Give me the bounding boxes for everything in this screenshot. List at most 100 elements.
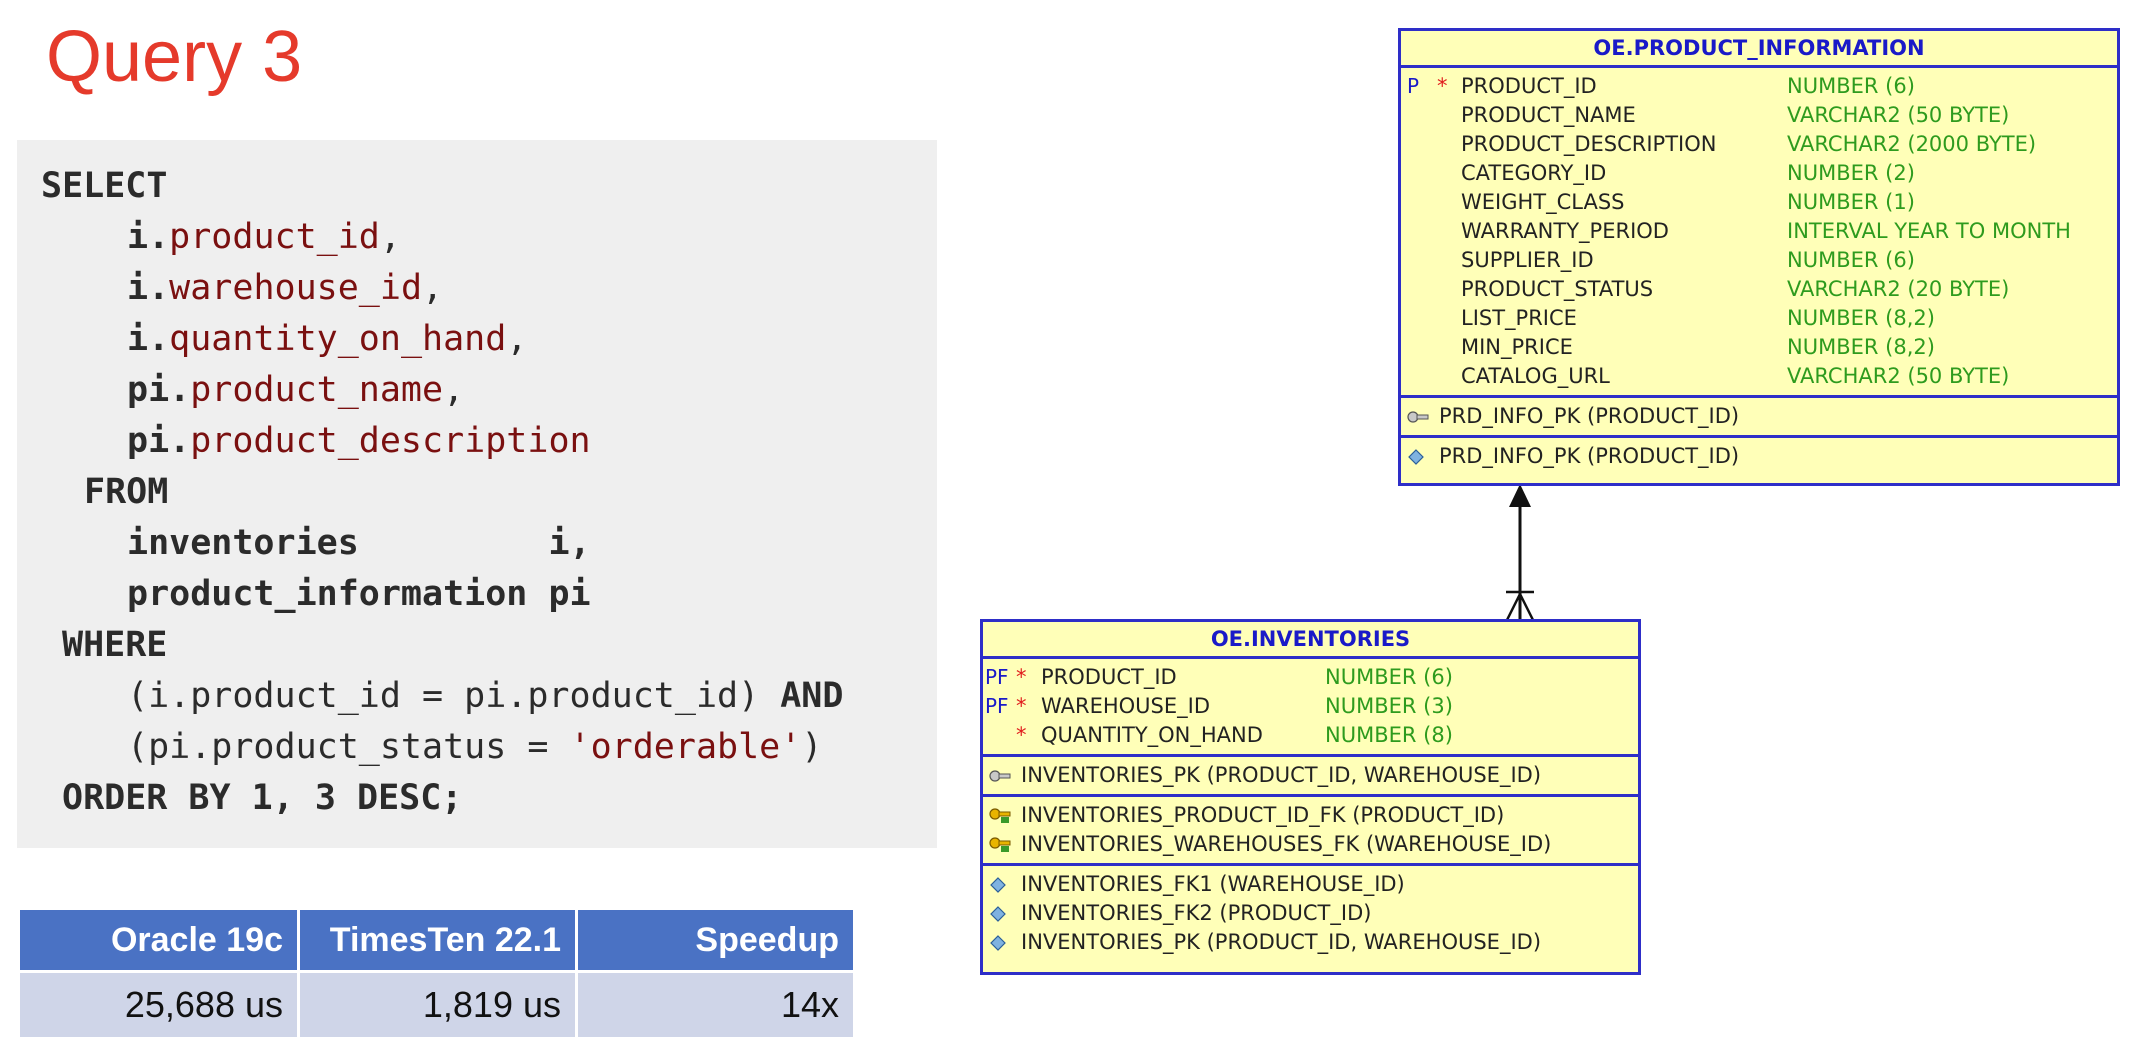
sql-keyword-where: WHERE bbox=[62, 625, 168, 665]
sql-code-panel: SELECT i.product_id, i.warehouse_id, i.q… bbox=[17, 140, 937, 848]
sql-condition-line: (pi.product_status = 'orderable') bbox=[127, 725, 822, 769]
column-name: PRODUCT_DESCRIPTION bbox=[1461, 132, 1717, 156]
column-type: INTERVAL YEAR TO MONTH bbox=[1787, 219, 2071, 243]
sql-alias: pi. bbox=[127, 421, 191, 461]
slide-title: Query 3 bbox=[46, 17, 303, 97]
foreign-key-row: INVENTORIES_WAREHOUSES_FK (WAREHOUSE_ID) bbox=[983, 830, 1638, 859]
relationship-arrowhead bbox=[1509, 484, 1531, 507]
entity-columns: P * PRODUCT_ID NUMBER (6) PRODUCT_NAME VARCH… bbox=[1401, 68, 2117, 398]
column-type: VARCHAR2 (50 BYTE) bbox=[1787, 103, 2010, 127]
sql-table-name: inventories bbox=[127, 523, 359, 563]
column-type: NUMBER (6) bbox=[1325, 665, 1453, 689]
sql-column-name: product_name bbox=[190, 370, 444, 410]
column-name: CATALOG_URL bbox=[1461, 364, 1610, 388]
entity-column-row: * QUANTITY_ON_HAND NUMBER (8) bbox=[983, 721, 1638, 750]
column-key-flag: PF bbox=[985, 665, 1009, 689]
header-speedup: Speedup bbox=[575, 907, 856, 973]
sql-where-line: WHERE bbox=[62, 623, 167, 667]
foreign-key-name: INVENTORIES_PRODUCT_ID_FK (PRODUCT_ID) bbox=[1021, 803, 1505, 827]
sql-keyword-from: FROM bbox=[84, 472, 169, 512]
entity-column-row: CATALOG_URL VARCHAR2 (50 BYTE) bbox=[1401, 362, 2117, 391]
column-type: NUMBER (8,2) bbox=[1787, 306, 1935, 330]
index-icon bbox=[990, 877, 1006, 893]
value-oracle: 25,688 us bbox=[17, 970, 300, 1040]
foreign-key-name: INVENTORIES_WAREHOUSES_FK (WAREHOUSE_ID) bbox=[1021, 832, 1552, 856]
column-type: NUMBER (6) bbox=[1787, 248, 1915, 272]
index-row: INVENTORIES_PK (PRODUCT_ID, WAREHOUSE_ID… bbox=[983, 928, 1638, 957]
column-name: QUANTITY_ON_HAND bbox=[1041, 723, 1263, 747]
sql-separator: , bbox=[379, 217, 401, 257]
entity-title: OE.INVENTORIES bbox=[983, 622, 1638, 659]
column-name: LIST_PRICE bbox=[1461, 306, 1577, 330]
column-name: PRODUCT_NAME bbox=[1461, 103, 1636, 127]
crows-foot-left bbox=[1505, 593, 1522, 621]
sql-table-line: product_information pi bbox=[127, 572, 591, 616]
column-name: PRODUCT_ID bbox=[1461, 74, 1597, 98]
sql-separator: , bbox=[422, 268, 444, 308]
header-oracle: Oracle 19c bbox=[17, 907, 300, 973]
primary-key-name: PRD_INFO_PK (PRODUCT_ID) bbox=[1439, 404, 1740, 428]
header-timesten: TimesTen 22.1 bbox=[297, 907, 578, 973]
entity-indexes: INVENTORIES_FK1 (WAREHOUSE_ID) INVENTORI… bbox=[983, 866, 1638, 961]
performance-table-header: Oracle 19c TimesTen 22.1 Speedup bbox=[17, 907, 856, 973]
column-type: NUMBER (3) bbox=[1325, 694, 1453, 718]
entity-indexes: PRD_INFO_PK (PRODUCT_ID) bbox=[1401, 438, 2117, 475]
sql-column-name: product_description bbox=[190, 421, 591, 461]
entity-column-row: PRODUCT_DESCRIPTION VARCHAR2 (2000 BYTE) bbox=[1401, 130, 2117, 159]
sql-column-name: warehouse_id bbox=[169, 268, 423, 308]
sql-column-name: product_id bbox=[169, 217, 380, 257]
sql-alias: i. bbox=[127, 268, 170, 308]
column-type: VARCHAR2 (2000 BYTE) bbox=[1787, 132, 2037, 156]
column-key-flag: PF bbox=[985, 694, 1009, 718]
primary-key-icon bbox=[1407, 411, 1429, 423]
performance-table: Oracle 19c TimesTen 22.1 Speedup 25,688 … bbox=[17, 907, 856, 1040]
sql-column-name: quantity_on_hand bbox=[169, 319, 507, 359]
sql-column-line: i.quantity_on_hand, bbox=[127, 317, 527, 361]
sql-column-line: i.warehouse_id, bbox=[127, 266, 443, 310]
column-type: NUMBER (8) bbox=[1325, 723, 1453, 747]
sql-condition-close: ) bbox=[801, 727, 823, 767]
entity-column-row: LIST_PRICE NUMBER (8,2) bbox=[1401, 304, 2117, 333]
sql-string-literal: 'orderable' bbox=[569, 727, 802, 767]
sql-order-by-line: ORDER BY 1, 3 DESC; bbox=[62, 776, 462, 820]
index-row: INVENTORIES_FK1 (WAREHOUSE_ID) bbox=[983, 870, 1638, 899]
foreign-key-icon bbox=[989, 837, 1011, 852]
column-mandatory-flag: * bbox=[1016, 694, 1027, 718]
primary-key-row: PRD_INFO_PK (PRODUCT_ID) bbox=[1401, 402, 2117, 431]
column-name: CATEGORY_ID bbox=[1461, 161, 1607, 185]
index-name: INVENTORIES_PK (PRODUCT_ID, WAREHOUSE_ID… bbox=[1021, 930, 1542, 954]
column-type: VARCHAR2 (50 BYTE) bbox=[1787, 364, 2010, 388]
sql-table-line: inventories i, bbox=[127, 521, 591, 565]
column-name: MIN_PRICE bbox=[1461, 335, 1573, 359]
column-name: WAREHOUSE_ID bbox=[1041, 694, 1210, 718]
index-icon bbox=[990, 935, 1006, 951]
column-name: WARRANTY_PERIOD bbox=[1461, 219, 1669, 243]
column-type: NUMBER (8,2) bbox=[1787, 335, 1935, 359]
index-icon bbox=[1408, 449, 1424, 465]
entity-foreign-keys: INVENTORIES_PRODUCT_ID_FK (PRODUCT_ID) I… bbox=[983, 797, 1638, 866]
sql-separator: , bbox=[443, 370, 465, 410]
column-key-flag: P bbox=[1407, 74, 1420, 98]
primary-key-name: INVENTORIES_PK (PRODUCT_ID, WAREHOUSE_ID… bbox=[1021, 763, 1542, 787]
entity-column-row: PRODUCT_NAME VARCHAR2 (50 BYTE) bbox=[1401, 101, 2117, 130]
column-mandatory-flag: * bbox=[1016, 723, 1027, 747]
sql-column-line: pi.product_name, bbox=[127, 368, 464, 412]
foreign-key-icon bbox=[989, 808, 1011, 823]
crows-foot-right bbox=[1518, 593, 1535, 621]
primary-key-row: INVENTORIES_PK (PRODUCT_ID, WAREHOUSE_ID… bbox=[983, 761, 1638, 790]
value-speedup: 14x bbox=[575, 970, 856, 1040]
primary-key-icon bbox=[989, 770, 1011, 782]
entity-primary-keys: PRD_INFO_PK (PRODUCT_ID) bbox=[1401, 398, 2117, 438]
entity-column-row: PF * WAREHOUSE_ID NUMBER (3) bbox=[983, 692, 1638, 721]
column-name: WEIGHT_CLASS bbox=[1461, 190, 1625, 214]
sql-alias: pi. bbox=[127, 370, 191, 410]
column-mandatory-flag: * bbox=[1437, 74, 1448, 98]
sql-separator: , bbox=[506, 319, 528, 359]
